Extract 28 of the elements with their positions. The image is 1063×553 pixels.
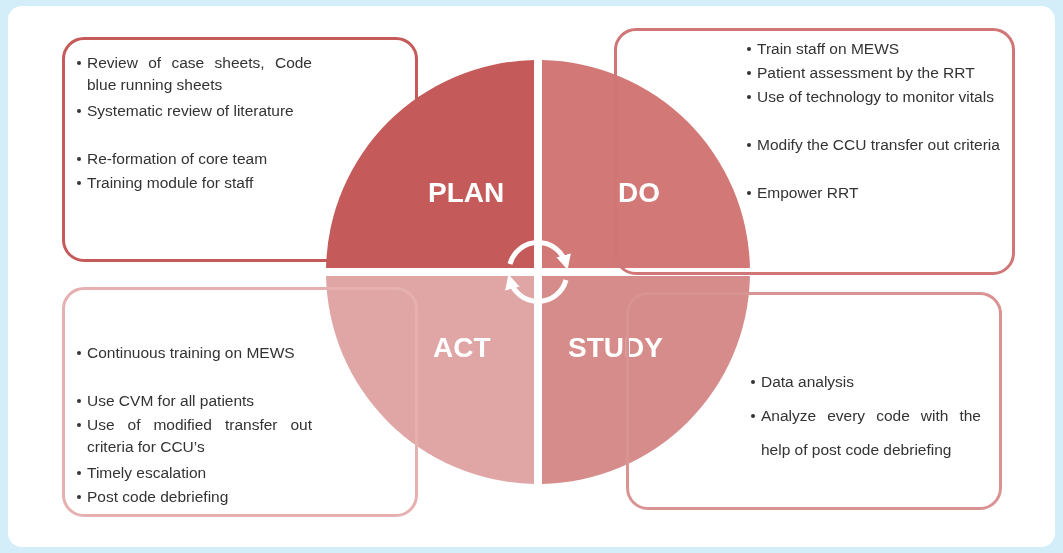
bullet-item: Data analysis bbox=[751, 365, 981, 399]
cycle-arrow bbox=[505, 274, 569, 304]
text-card bbox=[614, 28, 1015, 275]
bullet-item: Modify the CCU transfer out criteria bbox=[747, 134, 1014, 156]
phase-label: PLAN bbox=[428, 177, 505, 209]
phase-label: ACT bbox=[433, 332, 491, 364]
bullet-item: Review of case sheets, Code blue running sheets bbox=[77, 52, 312, 96]
bullet-item: Re-formation of core team bbox=[77, 148, 312, 170]
bullet-item: Use CVM for all patients bbox=[77, 390, 312, 412]
bullet-item: Continuous training on MEWS bbox=[77, 342, 312, 364]
bullet-item: Analyze every code with the help of post code debriefing bbox=[751, 399, 981, 467]
bullet-item: Train staff on MEWS bbox=[747, 38, 1014, 60]
text-card bbox=[62, 37, 418, 262]
bullet-item: Training module for staff bbox=[77, 172, 312, 194]
bullet-item: Use of technology to monitor vitals bbox=[747, 86, 1014, 108]
bullet-item: Post code debriefing bbox=[77, 486, 312, 508]
text-card bbox=[62, 287, 418, 517]
quadrant-segment bbox=[542, 60, 750, 268]
phase-label: DO bbox=[618, 177, 660, 209]
bullet-item: Use of modified transfer out criteria for CCU’s bbox=[77, 414, 312, 458]
cycle-arrow bbox=[507, 240, 571, 270]
bullet-item: Empower RRT bbox=[747, 182, 1014, 204]
bullet-item: Systematic review of literature bbox=[77, 100, 312, 122]
quadrant-segment bbox=[326, 60, 534, 268]
bullet-item: Timely escalation bbox=[77, 462, 312, 484]
quadrant-segment bbox=[542, 276, 750, 484]
quadrant-segment bbox=[326, 276, 534, 484]
bullet-item: Patient assessment by the RRT bbox=[747, 62, 1014, 84]
